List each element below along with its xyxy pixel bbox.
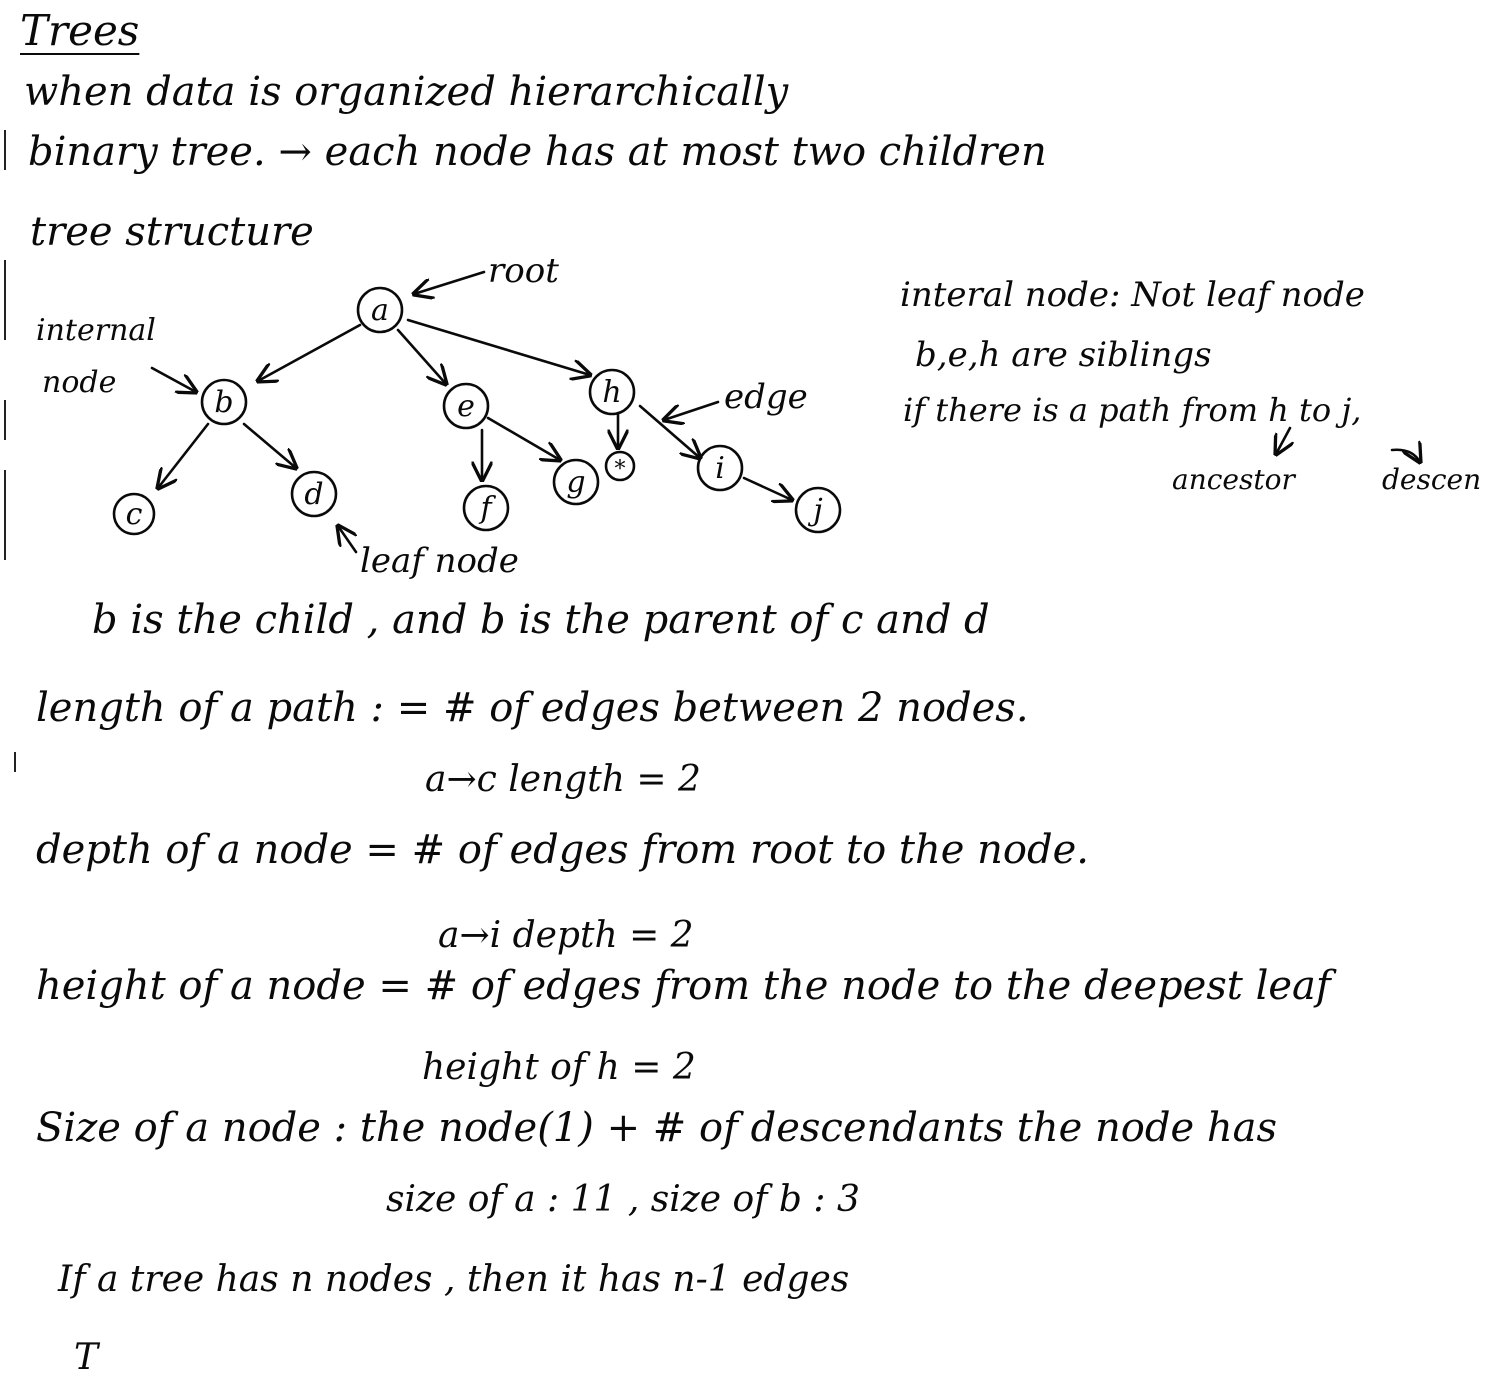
internal-node-arrow [150,366,196,392]
node-i-circle [696,444,744,492]
edge-a-b [258,323,362,381]
node-c-circle [112,492,156,536]
margin-mark [4,470,6,560]
node-j-circle [794,486,842,534]
definition-size: Size of a node : the node(1) + # of desc… [36,1105,1277,1151]
node-f-label: f [478,491,496,526]
note-line: when data is organized hierarchically [24,69,789,115]
internal-node-label: node [42,365,116,400]
example-height: height of h = 2 [422,1047,696,1088]
definition-edges: If a tree has n nodes , then it has n-1 … [58,1259,850,1300]
leaf-node-label: leaf node [360,541,519,581]
node-e-circle [442,382,490,430]
node-c-label: c [126,497,143,532]
node-star-label: * [615,457,626,482]
node-a-circle [356,286,404,334]
edge-label: edge [724,377,808,417]
edge-a-e [396,328,446,384]
definition-depth: depth of a node = # of edges from root t… [36,827,1089,873]
definition-height: height of a node = # of edges from the n… [36,963,1331,1009]
node-b-circle [200,378,248,426]
node-g-circle [552,458,600,506]
definition-path-length: length of a path : = # of edges between … [36,685,1029,731]
note-internal-node: interal node: Not leaf node [900,275,1365,315]
node-b-label: b [214,385,233,420]
node-star-circle [604,450,636,482]
root-arrow [414,270,486,294]
partial-next-line: T [74,1337,99,1378]
node-g-label: g [566,465,585,500]
example-size: size of a : 11 , size of b : 3 [386,1179,860,1220]
ancestor-arrow [1276,426,1290,454]
edge-i-j [742,476,792,500]
root-label: root [488,251,559,291]
note-path: if there is a path from h to j, [903,391,1362,429]
internal-label: internal [36,313,156,348]
node-a-label: a [371,293,389,328]
margin-mark [4,400,6,440]
descendant-arrow [1390,450,1420,462]
edge-b-c [158,422,210,488]
page-title: Trees [20,6,140,55]
node-h-label: h [602,375,621,410]
node-e-label: e [457,389,475,424]
note-siblings: b,e,h are siblings [915,335,1212,375]
note-ancestor: ancestor [1172,463,1295,496]
tree-diagram: a b c d e f g * h i j root internal node… [36,251,1502,581]
edge-label-arrow [664,400,720,420]
edge-e-g [486,416,560,460]
note-line: binary tree. → each node has at most two… [28,129,1047,175]
node-j-label: j [807,493,822,528]
node-i-label: i [715,451,725,486]
edge-a-h [406,318,590,375]
margin-mark [4,130,6,170]
node-f-circle [462,484,510,532]
example-depth: a→i depth = 2 [438,915,694,956]
node-d-circle [290,470,338,518]
margin-mark [4,260,6,340]
definition-child-parent: b is the child , and b is the parent of … [92,597,990,643]
margin-mark [14,752,16,772]
edge-h-i [638,404,700,458]
node-d-label: d [304,477,323,512]
note-descendant: descen [1382,463,1482,496]
example-path-length: a→c length = 2 [425,759,701,800]
edge-b-d [242,422,296,468]
note-line: tree structure [30,209,314,255]
leaf-node-arrow [338,526,358,554]
node-h-circle [588,368,636,416]
